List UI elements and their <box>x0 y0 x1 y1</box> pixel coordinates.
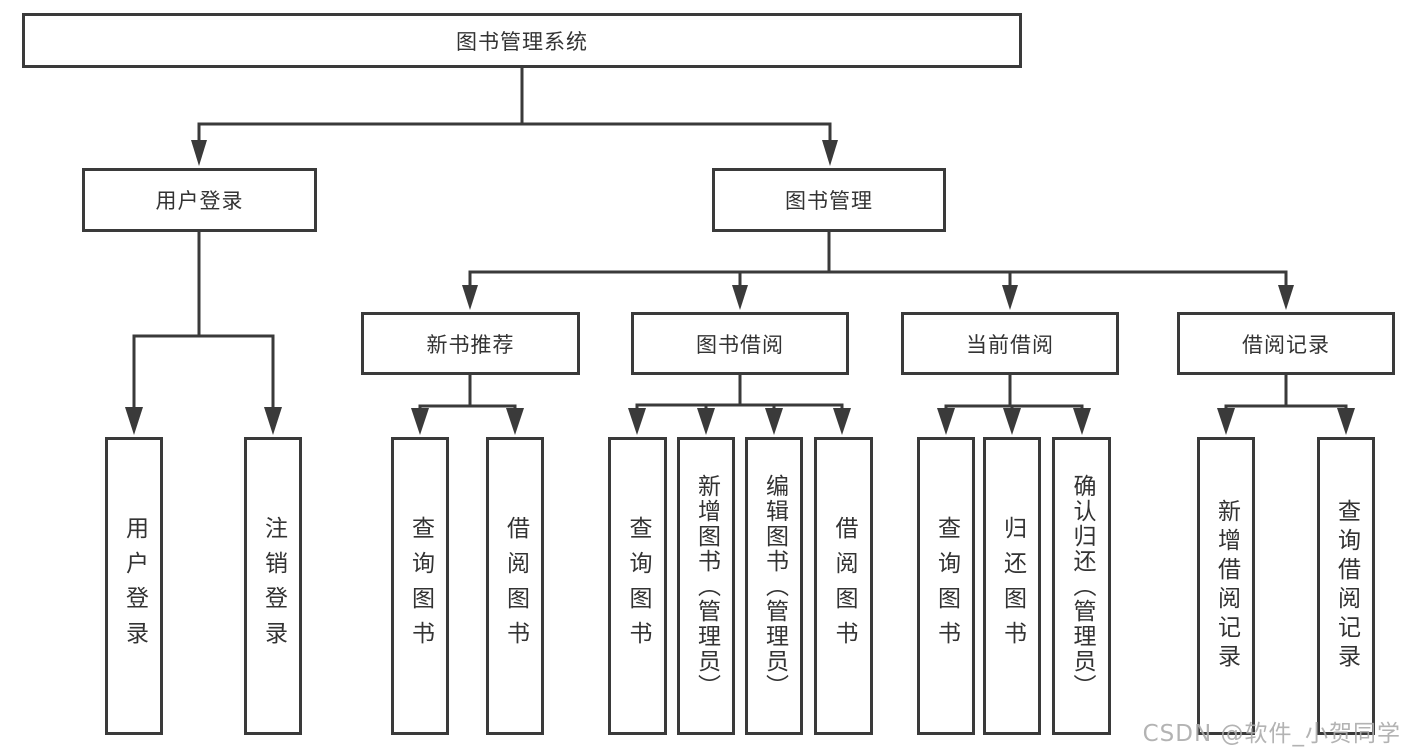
node-library-management-system: 图书管理系统 <box>22 13 1022 68</box>
leaf-edit-books-admin-label: 编辑图书（管理员） <box>761 473 788 699</box>
leaf-edit-books-admin: 编辑图书（管理员） <box>745 437 803 735</box>
leaf-add-borrow-record: 新增借阅记录 <box>1197 437 1255 735</box>
leaf-query-borrow-record-label: 查询借阅记录 <box>1333 499 1360 673</box>
leaf-return-books: 归还图书 <box>983 437 1041 735</box>
leaf-return-books-label: 归还图书 <box>999 516 1026 656</box>
node-current-borrowing: 当前借阅 <box>901 312 1119 375</box>
leaf-borrow-books-2: 借阅图书 <box>814 437 873 735</box>
leaf-query-books-1-label: 查询图书 <box>407 516 434 656</box>
leaf-query-books-2-label: 查询图书 <box>625 516 651 656</box>
node-user-login-branch: 用户登录 <box>82 168 317 232</box>
leaf-user-login-label: 用户登录 <box>121 516 148 656</box>
leaf-logout-label: 注销登录 <box>260 516 287 656</box>
node-new-book-recommendation: 新书推荐 <box>361 312 580 375</box>
node-borrowing-records: 借阅记录 <box>1177 312 1395 375</box>
node-book-management-branch: 图书管理 <box>712 168 946 232</box>
leaf-query-books-3: 查询图书 <box>917 437 975 735</box>
leaf-confirm-return-admin: 确认归还（管理员） <box>1052 437 1111 735</box>
leaf-add-borrow-record-label: 新增借阅记录 <box>1213 499 1240 673</box>
leaf-borrow-books-2-label: 借阅图书 <box>831 516 857 656</box>
leaf-query-books-2: 查询图书 <box>608 437 667 735</box>
node-book-borrowing: 图书借阅 <box>631 312 849 375</box>
leaf-query-books-3-label: 查询图书 <box>933 516 960 656</box>
leaf-user-login: 用户登录 <box>105 437 163 735</box>
leaf-borrow-books-1: 借阅图书 <box>486 437 544 735</box>
leaf-query-borrow-record: 查询借阅记录 <box>1317 437 1375 735</box>
leaf-add-books-admin: 新增图书（管理员） <box>677 437 735 735</box>
watermark: CSDN @软件_小贺同学 <box>1142 721 1401 747</box>
leaf-query-books-1: 查询图书 <box>391 437 449 735</box>
leaf-logout: 注销登录 <box>244 437 302 735</box>
leaf-borrow-books-1-label: 借阅图书 <box>502 516 529 656</box>
leaf-confirm-return-admin-label: 确认归还（管理员） <box>1069 473 1095 699</box>
leaf-add-books-admin-label: 新增图书（管理员） <box>693 473 720 699</box>
